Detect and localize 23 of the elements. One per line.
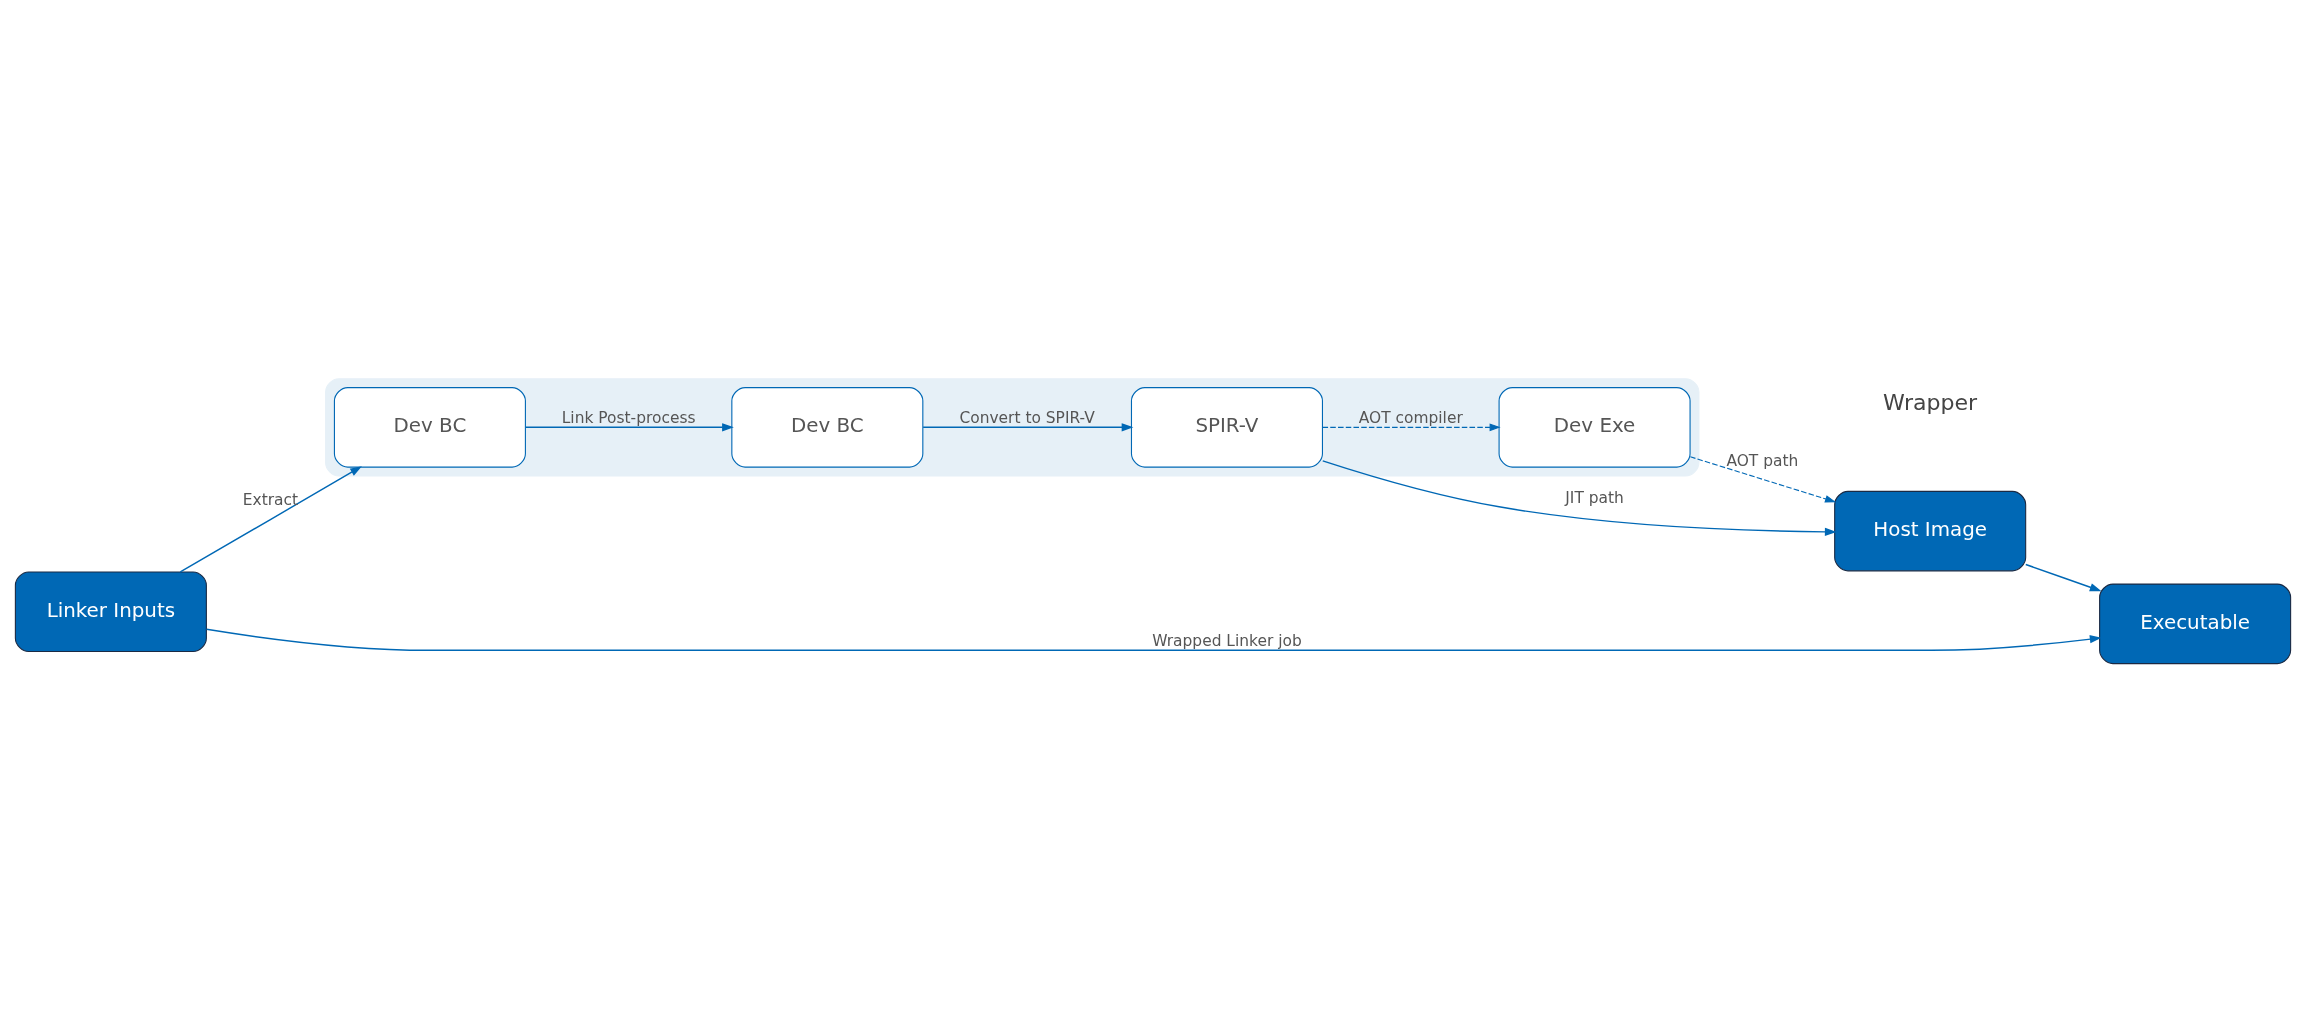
edge-label: JIT path [1565, 488, 1624, 507]
edge-label: Link Post-process [561, 409, 696, 428]
edge-label: Convert to SPIR-V [959, 409, 1095, 428]
edge-label: AOT compiler [1358, 409, 1463, 428]
arrow [1322, 423, 1501, 432]
arrow [2025, 563, 2102, 592]
node-box: Linker Inputs [14, 571, 207, 652]
arrow [179, 466, 362, 573]
node-box: Executable [2099, 583, 2292, 665]
node-box: Dev BC [333, 387, 526, 468]
node-box: Dev BC [731, 387, 924, 468]
edge-label: AOT path [1726, 452, 1799, 471]
arrow [1689, 456, 1837, 503]
arrow [205, 628, 2102, 652]
node-box: SPIR-V [1130, 387, 1323, 468]
arrow [524, 423, 734, 432]
edge-label: Wrapped Linker job [1152, 632, 1302, 651]
node-box: Host Image [1834, 490, 2027, 572]
edge-label: Extract [242, 490, 299, 509]
arrow [922, 423, 1134, 432]
node-box: Dev Exe [1498, 387, 1691, 468]
label: Wrapper [1883, 389, 1978, 415]
arrow [1322, 460, 1837, 536]
